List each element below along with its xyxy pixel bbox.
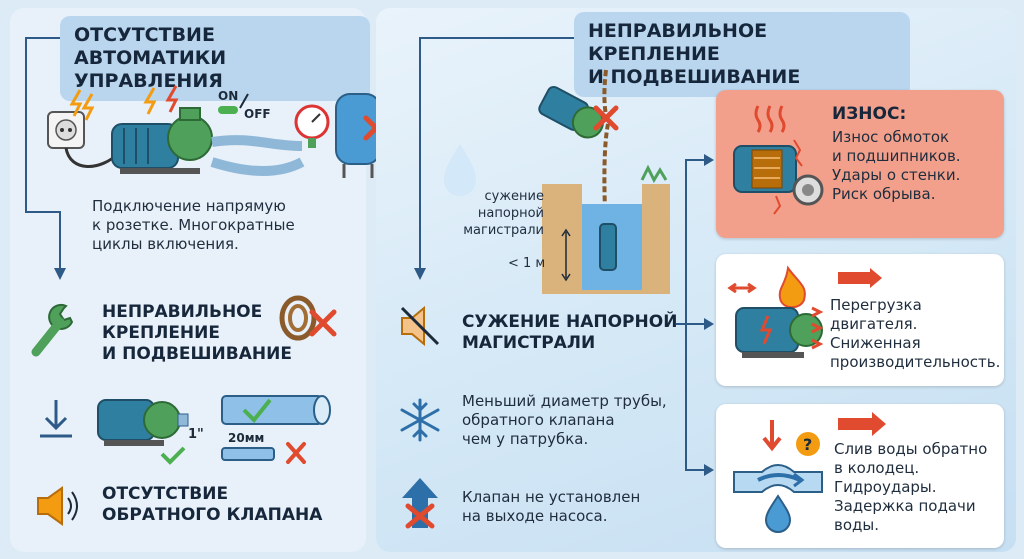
lightning-icon: [69, 89, 83, 117]
overload-card-line-2: двигателя.: [830, 315, 918, 333]
pump-direct-connection-illustration: ON OFF: [47, 85, 389, 178]
backflow-card-line-5: воды.: [834, 516, 879, 534]
right-title: НЕПРАВИЛЬНОЕ КРЕПЛЕНИЕ И ПОДВЕШИВАНИЕ: [574, 12, 910, 97]
left-description-line-2: к розетке. Многократные: [92, 216, 295, 234]
well-label-line-2: напорной: [477, 206, 544, 221]
left-item-valve-line-1: ОТСУТСТВИЕ: [102, 484, 229, 504]
left-item-mount-line-2: КРЕПЛЕНИЕ: [102, 323, 220, 343]
arrow-down-icon: [40, 400, 72, 438]
backflow-card-text: Слив воды обратно в колодец. Гидроудары.…: [834, 440, 987, 535]
overload-card-text: Перегрузка двигателя. Сниженная производ…: [830, 296, 1000, 372]
pipe-size-illustration: 1" 20мм: [97, 395, 331, 465]
pipe-size-1-label: 1": [188, 427, 204, 442]
backflow-card-line-1: Слив воды обратно: [834, 440, 988, 458]
pump-icon: [111, 107, 213, 174]
left-description-line-1: Подключение напрямую: [92, 197, 286, 215]
lightning-icon: [165, 85, 179, 113]
svg-text:?: ?: [803, 435, 812, 454]
socket-icon: [47, 111, 85, 149]
valve-description-line-1: Клапан не установлен: [462, 488, 641, 506]
check-icon: [242, 398, 272, 423]
valve-description: Клапан не установлен на выходе насоса.: [462, 488, 640, 526]
wear-card-text: Износ обмоток и подшипников. Удары о сте…: [832, 128, 961, 204]
left-item-valve: ОТСУТСТВИЕ ОБРАТНОГО КЛАПАНА: [102, 484, 322, 526]
wear-card-line-2: и подшипников.: [832, 147, 961, 165]
pipe-size-2-label: 20мм: [228, 431, 264, 445]
backflow-card-line-4: Задержка подачи: [834, 497, 976, 515]
backflow-pipe-icon: ?: [733, 420, 823, 533]
toggle-icon: [218, 106, 238, 114]
wear-card-line-4: Риск обрыва.: [832, 185, 936, 203]
water-drop-icon: [444, 144, 476, 196]
pump-icon: [97, 399, 189, 446]
fire-icon: [778, 265, 806, 309]
pump-icon: [538, 85, 604, 139]
submersible-pump-icon: [599, 223, 617, 271]
warning-icon: [796, 432, 820, 456]
pipe-description: Меньший диаметр трубы, обратного клапана…: [462, 392, 667, 449]
right-narrowing-line-2: МАГИСТРАЛИ: [462, 333, 596, 353]
right-title-line-1: НЕПРАВИЛЬНОЕ КРЕПЛЕНИЕ: [588, 20, 768, 65]
overload-card-line-4: производительность.: [830, 353, 1001, 371]
left-item-valve-line-2: ОБРАТНОГО КЛАПАНА: [102, 505, 323, 525]
speaker-muted-icon: [400, 305, 440, 347]
pipe-description-line-3: чем у патрубка.: [462, 430, 589, 448]
lightning-icon: [81, 93, 95, 121]
overload-card-line-3: Сниженная: [830, 334, 921, 352]
wear-card-line-1: Износ обмоток: [832, 128, 950, 146]
right-narrowing-line-1: СУЖЕНИЕ НАПОРНОЙ: [462, 312, 678, 332]
wear-card-line-3: Удары о стенки.: [832, 166, 961, 184]
well-label-line-1: сужение: [484, 189, 545, 204]
overheating-pump-icon: [727, 265, 823, 358]
switch-on-label: ON: [218, 89, 238, 103]
left-item-mount-line-3: И ПОДВЕШИВАНИЕ: [102, 344, 292, 364]
pipe-description-line-1: Меньший диаметр трубы,: [462, 392, 667, 410]
valve-description-line-2: на выходе насоса.: [462, 507, 608, 525]
wear-card-title: ИЗНОС:: [832, 104, 907, 124]
left-item-mount-line-1: НЕПРАВИЛЬНОЕ: [102, 302, 263, 322]
valve-arrow-icon: [402, 478, 438, 529]
overload-arrows: [811, 268, 882, 350]
wrench-icon: [31, 303, 74, 357]
pressure-gauge-icon: [294, 104, 330, 148]
backflow-arrow: [838, 412, 886, 436]
left-description-line-3: циклы включения.: [92, 235, 239, 253]
right-title-line-2: И ПОДВЕШИВАНИЕ: [588, 66, 801, 88]
right-narrowing-heading: СУЖЕНИЕ НАПОРНОЙ МАГИСТРАЛИ: [462, 312, 677, 354]
broken-pump-icon: [733, 105, 824, 215]
well-illustration: [538, 69, 670, 294]
pipe-description-line-2: обратного клапана: [462, 411, 615, 429]
backflow-card-line-2: в колодец.: [834, 459, 920, 477]
backflow-card-line-3: Гидроудары.: [834, 478, 937, 496]
rope-icon: [279, 295, 337, 341]
left-title-line-1: ОТСУТСТВИЕ АВТОМАТИКИ: [74, 24, 227, 69]
well-label-line-3: магистрали: [463, 223, 544, 238]
speaker-icon: [37, 486, 78, 526]
left-title: ОТСУТСТВИЕ АВТОМАТИКИ УПРАВЛЕНИЯ: [60, 16, 370, 101]
check-icon: [160, 446, 186, 465]
left-description: Подключение напрямую к розетке. Многокра…: [92, 197, 295, 254]
switch-off-label: OFF: [244, 107, 271, 121]
snowflake-icon: [400, 398, 440, 442]
lightning-icon: [143, 87, 157, 115]
left-item-mount: НЕПРАВИЛЬНОЕ КРЕПЛЕНИЕ И ПОДВЕШИВАНИЕ: [102, 302, 292, 365]
water-drop-icon: [764, 494, 792, 533]
well-label: сужение напорной магистрали: [448, 188, 544, 239]
left-title-line-2: УПРАВЛЕНИЯ: [74, 70, 223, 92]
overload-card-line-1: Перегрузка: [830, 296, 922, 314]
well-depth-label: < 1 м: [508, 256, 546, 271]
